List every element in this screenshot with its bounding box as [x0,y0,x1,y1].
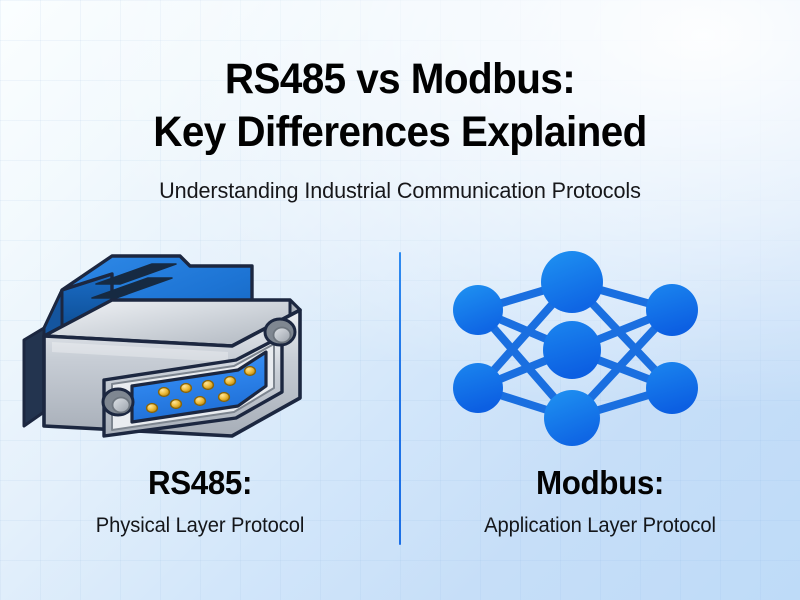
network-nodes-icon [453,251,698,446]
connector-pin [169,398,183,410]
network-node-hidden-2 [543,321,601,379]
connector-shell-slot-1 [95,263,177,285]
network-node-output-2 [646,362,698,414]
connector-shell-slot-2 [91,277,173,299]
page-title-line-1: RS485 vs Modbus: [224,55,576,103]
connector-pin [157,386,171,398]
network-node-input-1 [453,285,503,335]
connector-pin [179,382,193,394]
panel-rs485 [0,240,400,460]
connector-pin [217,391,231,403]
connector-face-blue [130,350,268,424]
caption-modbus: Modbus: Application Layer Protocol [400,464,800,538]
connector-pin-row-top [157,365,257,398]
connector-pin [243,365,257,377]
caption-subtitle-modbus: Application Layer Protocol [484,513,716,537]
page-title-line-2: Key Differences Explained [153,108,647,156]
caption-rs485: RS485: Physical Layer Protocol [0,464,400,538]
header: RS485 vs Modbus: Key Differences Explain… [0,0,800,204]
db9-serial-connector-icon [22,254,302,438]
vertical-divider [399,252,401,545]
connector-pin [145,402,159,414]
caption-subtitle-rs485: Physical Layer Protocol [95,513,305,537]
connector-pin-row-bottom [145,391,231,414]
connector-pin [193,395,207,407]
connector-pin [201,379,215,391]
panel-modbus [400,240,800,460]
connector-screw-inner-right [272,326,292,344]
connector-screw-inner-left [111,396,131,414]
network-nodes [453,251,698,446]
connector-body-highlight [52,342,228,362]
caption-title-rs485: RS485: [147,464,253,501]
connector-rear-edge [22,326,46,428]
network-node-input-2 [453,363,503,413]
connector-pin [223,375,237,387]
page-subtitle: Understanding Industrial Communication P… [159,178,641,203]
network-node-hidden-3 [544,390,600,446]
network-node-hidden-1 [541,251,603,313]
caption-title-modbus: Modbus: [536,464,664,501]
network-node-output-1 [646,284,698,336]
